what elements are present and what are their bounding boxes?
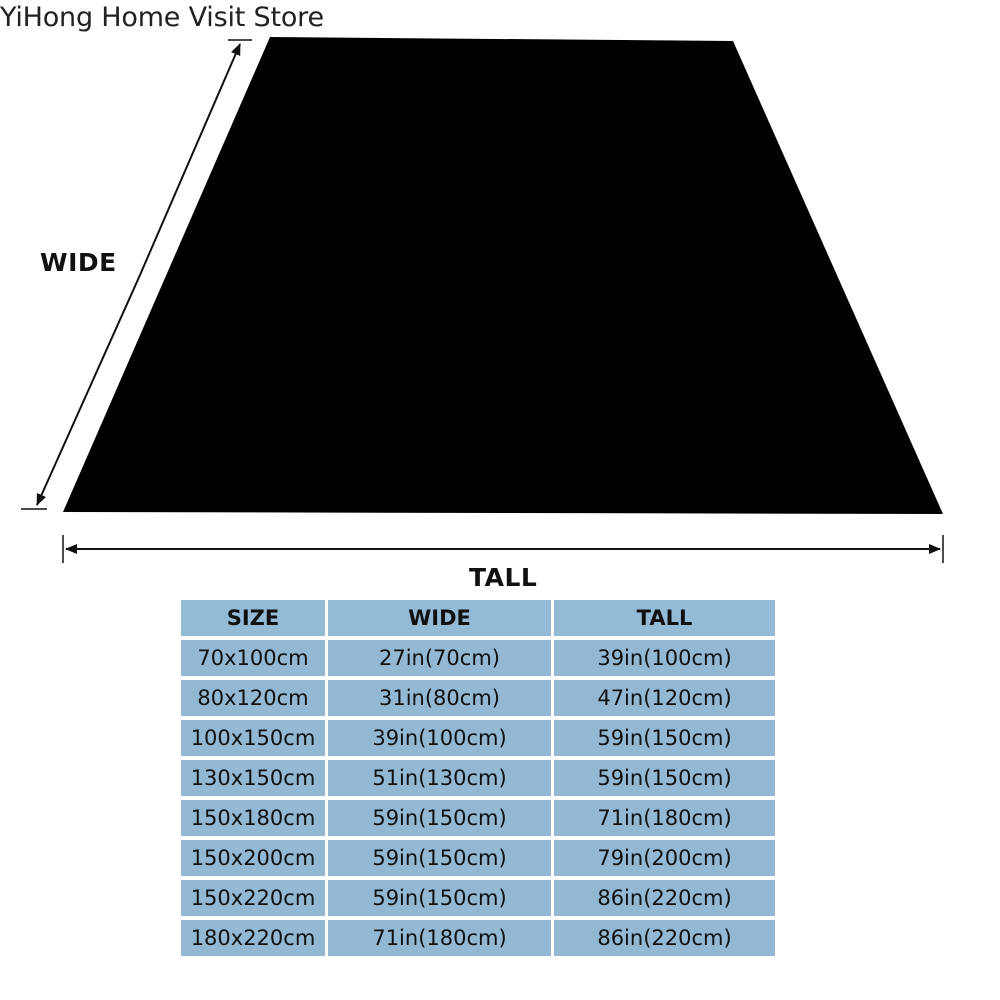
- table-row: 100x150cm 39in(100cm) 59in(150cm): [181, 720, 775, 756]
- table-row: 80x120cm 31in(80cm) 47in(120cm): [181, 680, 775, 716]
- cell-size: 100x150cm: [181, 720, 325, 756]
- cell-tall: 71in(180cm): [554, 800, 775, 836]
- blanket-diagram: [21, 37, 944, 563]
- table-row: 130x150cm 51in(130cm) 59in(150cm): [181, 760, 775, 796]
- cell-size: 130x150cm: [181, 760, 325, 796]
- cell-tall: 39in(100cm): [554, 640, 775, 676]
- cell-wide: 71in(180cm): [328, 920, 551, 956]
- cell-wide: 27in(70cm): [328, 640, 551, 676]
- cell-size: 70x100cm: [181, 640, 325, 676]
- cell-tall: 47in(120cm): [554, 680, 775, 716]
- size-table: SIZE WIDE TALL 70x100cm 27in(70cm) 39in(…: [178, 596, 778, 960]
- cell-tall: 86in(220cm): [554, 920, 775, 956]
- tall-label: TALL: [469, 563, 538, 592]
- cell-wide: 59in(150cm): [328, 800, 551, 836]
- cell-wide: 39in(100cm): [328, 720, 551, 756]
- cell-wide: 59in(150cm): [328, 840, 551, 876]
- header-tall: TALL: [554, 600, 775, 636]
- cell-wide: 51in(130cm): [328, 760, 551, 796]
- header-wide: WIDE: [328, 600, 551, 636]
- wide-arrow: [139, 43, 241, 276]
- cell-tall: 59in(150cm): [554, 720, 775, 756]
- wide-arrow-lower: [36, 274, 141, 506]
- table-row: 150x200cm 59in(150cm) 79in(200cm): [181, 840, 775, 876]
- store-name: YiHong Home Visit Store: [0, 2, 324, 33]
- cell-size: 150x200cm: [181, 840, 325, 876]
- cell-wide: 31in(80cm): [328, 680, 551, 716]
- cell-tall: 79in(200cm): [554, 840, 775, 876]
- table-row: 70x100cm 27in(70cm) 39in(100cm): [181, 640, 775, 676]
- table-row: 150x180cm 59in(150cm) 71in(180cm): [181, 800, 775, 836]
- table-row: 150x220cm 59in(150cm) 86in(220cm): [181, 880, 775, 916]
- cell-tall: 86in(220cm): [554, 880, 775, 916]
- cell-size: 150x180cm: [181, 800, 325, 836]
- table-row: 180x220cm 71in(180cm) 86in(220cm): [181, 920, 775, 956]
- cell-size: 150x220cm: [181, 880, 325, 916]
- table-header-row: SIZE WIDE TALL: [181, 600, 775, 636]
- cell-size: 80x120cm: [181, 680, 325, 716]
- header-size: SIZE: [181, 600, 325, 636]
- blanket-shape: [63, 37, 943, 514]
- wide-label: WIDE: [40, 248, 117, 277]
- cell-tall: 59in(150cm): [554, 760, 775, 796]
- cell-size: 180x220cm: [181, 920, 325, 956]
- cell-wide: 59in(150cm): [328, 880, 551, 916]
